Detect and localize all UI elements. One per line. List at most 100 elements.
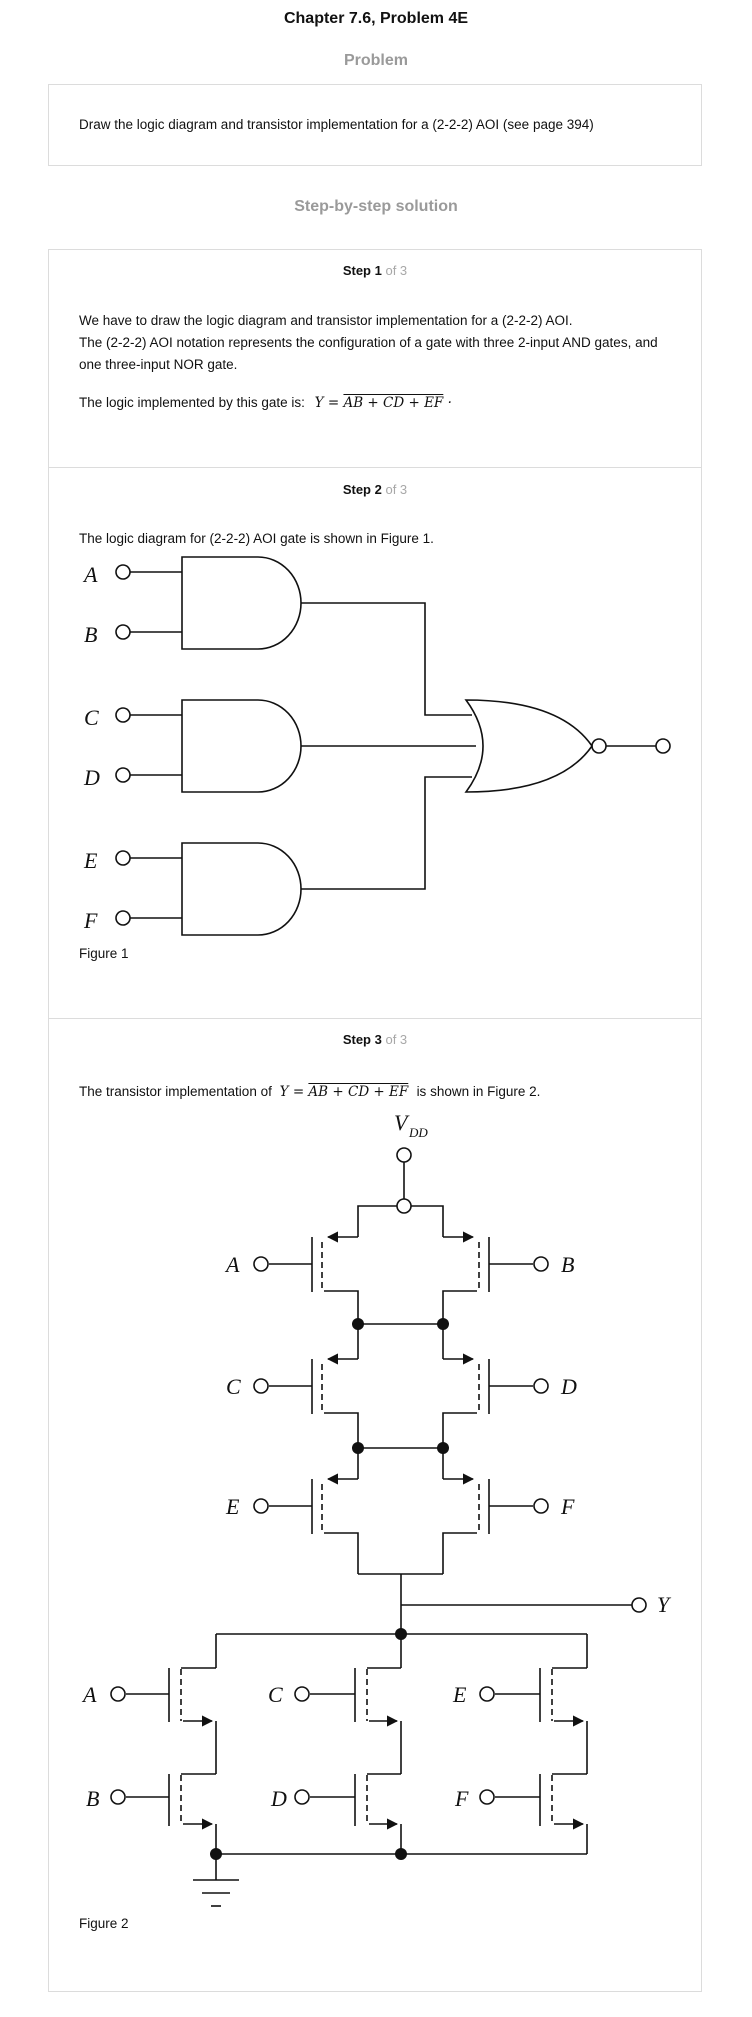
step-1-of: of 3 xyxy=(385,263,408,278)
step-3-text-pre: The transistor implementation of xyxy=(79,1084,272,1099)
nmos-c-input xyxy=(294,1686,310,1702)
nmos-label-c: C xyxy=(268,1682,283,1707)
pmos-a xyxy=(269,1231,359,1324)
nmos-label-d: D xyxy=(270,1786,287,1811)
and-gate-1 xyxy=(181,556,302,650)
step-1-text-2: The (2-2-2) AOI notation represents the … xyxy=(79,335,658,372)
nmos-e xyxy=(495,1667,588,1774)
pmos-label-a: A xyxy=(224,1252,240,1277)
step-2-box: Step 2 of 3 The logic diagram for (2-2-2… xyxy=(48,467,702,1019)
nmos-c xyxy=(310,1667,402,1774)
pmos-label-c: C xyxy=(226,1374,241,1399)
nmos-d-input xyxy=(294,1789,310,1805)
eq-lhs: Y = xyxy=(314,395,340,411)
vdd-sub-label: DD xyxy=(408,1125,428,1140)
step-2-title: Step 2 of 3 xyxy=(49,482,701,497)
and-gate-3 xyxy=(181,842,302,936)
pmos-e xyxy=(269,1473,359,1574)
step-3-title: Step 3 of 3 xyxy=(49,1032,701,1047)
input-f-terminal xyxy=(115,910,131,926)
problem-box: Draw the logic diagram and transistor im… xyxy=(48,84,702,166)
nmos-label-f: F xyxy=(454,1786,469,1811)
pmos-label-e: E xyxy=(225,1494,240,1519)
solution-heading: Step-by-step solution xyxy=(294,198,458,215)
pmos-label-f: F xyxy=(560,1494,575,1519)
pmos-c xyxy=(269,1353,359,1448)
input-e-terminal xyxy=(115,850,131,866)
step-3-box: Step 3 of 3 The transistor implementatio… xyxy=(48,1018,702,1992)
nmos-label-b: B xyxy=(86,1786,99,1811)
step-1-label: Step 1 xyxy=(342,263,382,278)
eq-rhs: AB + CD + EF xyxy=(308,1084,409,1100)
step-3-of: of 3 xyxy=(385,1032,408,1047)
nmos-b-input xyxy=(110,1789,126,1805)
nmos-b xyxy=(126,1773,217,1854)
step-1-text-3-label: The logic implemented by this gate is: xyxy=(79,395,305,410)
fig1-label-d: D xyxy=(83,765,100,790)
pmos-b xyxy=(442,1231,533,1324)
nmos-a-input xyxy=(110,1686,126,1702)
step-1-box: Step 1 of 3 We have to draw the logic di… xyxy=(48,249,702,468)
nmos-f xyxy=(495,1773,588,1854)
junction-dot xyxy=(352,1442,364,1454)
junction-dot xyxy=(210,1848,222,1860)
figure-1-caption: Figure 1 xyxy=(79,946,129,961)
fig1-label-f: F xyxy=(83,908,98,933)
fig1-label-c: C xyxy=(84,705,99,730)
nmos-label-e: E xyxy=(452,1682,467,1707)
step-3-text-post: is shown in Figure 2. xyxy=(416,1084,541,1099)
figure-2-caption: Figure 2 xyxy=(79,1916,129,1931)
eq-lhs: Y = xyxy=(279,1084,305,1100)
pmos-a-input xyxy=(253,1256,269,1272)
input-a-terminal xyxy=(115,564,131,580)
pmos-d xyxy=(442,1353,533,1448)
y-label: Y xyxy=(657,1592,672,1617)
pmos-e-input xyxy=(253,1498,269,1514)
pmos-b-input xyxy=(533,1256,549,1272)
vdd-label: V xyxy=(394,1110,410,1135)
fig1-label-e: E xyxy=(83,848,98,873)
input-b-terminal xyxy=(115,624,131,640)
problem-text: Draw the logic diagram and transistor im… xyxy=(79,117,594,132)
nmos-a xyxy=(126,1667,217,1774)
nmos-f-input xyxy=(479,1789,495,1805)
junction-dot xyxy=(352,1318,364,1330)
step-1-text-3: The logic implemented by this gate is: Y… xyxy=(79,392,679,414)
junction-dot xyxy=(437,1442,449,1454)
pmos-f xyxy=(442,1473,533,1574)
pmos-d-input xyxy=(533,1378,549,1394)
step-1-equation: Y = AB + CD + EF · xyxy=(315,395,452,411)
step-3-label: Step 3 xyxy=(342,1032,382,1047)
junction-dot xyxy=(395,1628,407,1640)
step-2-of: of 3 xyxy=(385,482,408,497)
eq-end: · xyxy=(447,395,452,411)
step-1-title: Step 1 of 3 xyxy=(49,263,701,278)
page-title: Chapter 7.6, Problem 4E xyxy=(283,10,469,27)
input-d-terminal xyxy=(115,767,131,783)
nmos-e-input xyxy=(479,1686,495,1702)
pmos-label-d: D xyxy=(560,1374,577,1399)
step-1-text-1: We have to draw the logic diagram and tr… xyxy=(79,313,573,328)
junction-dot xyxy=(437,1318,449,1330)
nmos-label-a: A xyxy=(81,1682,97,1707)
step-3-text: The transistor implementation of Y = AB … xyxy=(79,1081,699,1103)
eq-rhs: AB + CD + EF xyxy=(343,395,444,411)
vdd-terminal xyxy=(396,1147,412,1163)
problem-heading: Problem xyxy=(343,52,408,69)
pmos-label-b: B xyxy=(561,1252,574,1277)
pmos-f-input xyxy=(533,1498,549,1514)
and-gate-2 xyxy=(181,699,302,793)
input-c-terminal xyxy=(115,707,131,723)
fig1-label-b: B xyxy=(84,622,97,647)
step-2-text: The logic diagram for (2-2-2) AOI gate i… xyxy=(79,531,434,546)
output-terminal xyxy=(655,738,671,754)
step-2-label: Step 2 xyxy=(342,482,382,497)
fig1-label-a: A xyxy=(82,562,98,587)
vdd-node xyxy=(396,1198,412,1214)
output-y-terminal xyxy=(631,1597,647,1613)
nor-gate xyxy=(464,699,593,793)
pmos-c-input xyxy=(253,1378,269,1394)
step-3-equation: Y = AB + CD + EF xyxy=(280,1084,413,1100)
